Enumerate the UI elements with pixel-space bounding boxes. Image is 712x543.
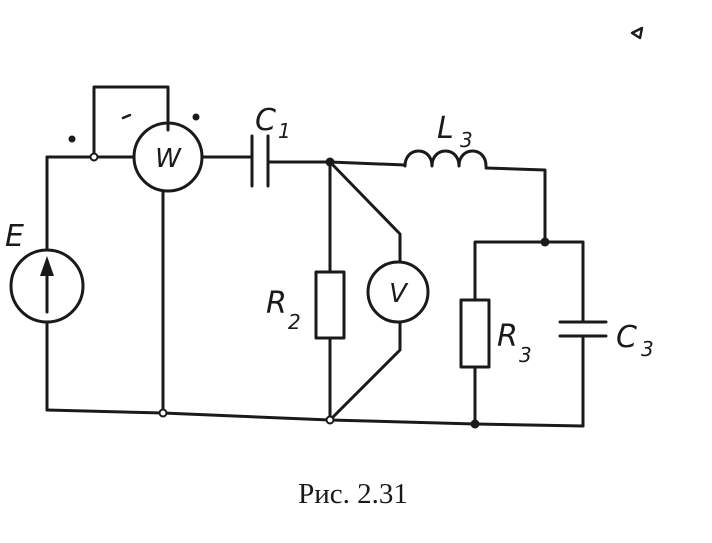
resistor-r2 — [314, 270, 346, 340]
wattmeter-voltage-loop — [92, 85, 170, 159]
source-e — [9, 155, 85, 412]
voltmeter-label: V — [389, 279, 409, 309]
wattmeter-label: W — [155, 144, 182, 174]
voltmeter — [366, 260, 430, 324]
r3-label: R — [497, 319, 518, 354]
terminal-node — [158, 408, 168, 418]
l3-label: L — [437, 111, 454, 146]
polarity-mark-dot — [68, 135, 76, 143]
resistor-r3 — [459, 298, 491, 369]
wire-bottom-rail — [45, 408, 585, 428]
c1-label: C — [255, 103, 276, 138]
terminal-node — [89, 152, 99, 162]
capacitor-c3 — [558, 320, 608, 338]
wire-voltmeter-top — [328, 160, 402, 264]
r3-label-index: 3 — [519, 343, 532, 367]
l3-label-index: 3 — [460, 128, 473, 152]
junction-node — [470, 419, 480, 429]
r2-label-index: 2 — [288, 310, 301, 334]
c3-label-index: 3 — [641, 337, 654, 361]
inductor-l3 — [403, 149, 488, 168]
figure-caption: Рис. 2.31 — [298, 478, 408, 510]
wire-voltmeter-bottom — [328, 320, 402, 422]
scan-speck — [121, 113, 132, 120]
source-e-label: E — [5, 219, 24, 254]
wire-l3-to-right — [484, 166, 547, 244]
r2-label: R — [266, 286, 287, 321]
wire-to-l3 — [328, 160, 407, 167]
capacitor-c1 — [250, 134, 270, 188]
c1-label-index: 1 — [278, 119, 291, 143]
c3-label: C — [616, 320, 637, 355]
wire-r3c3-top — [473, 240, 585, 324]
scan-speck — [630, 26, 644, 40]
terminal-node — [325, 415, 335, 425]
polarity-mark-dot — [192, 113, 200, 121]
